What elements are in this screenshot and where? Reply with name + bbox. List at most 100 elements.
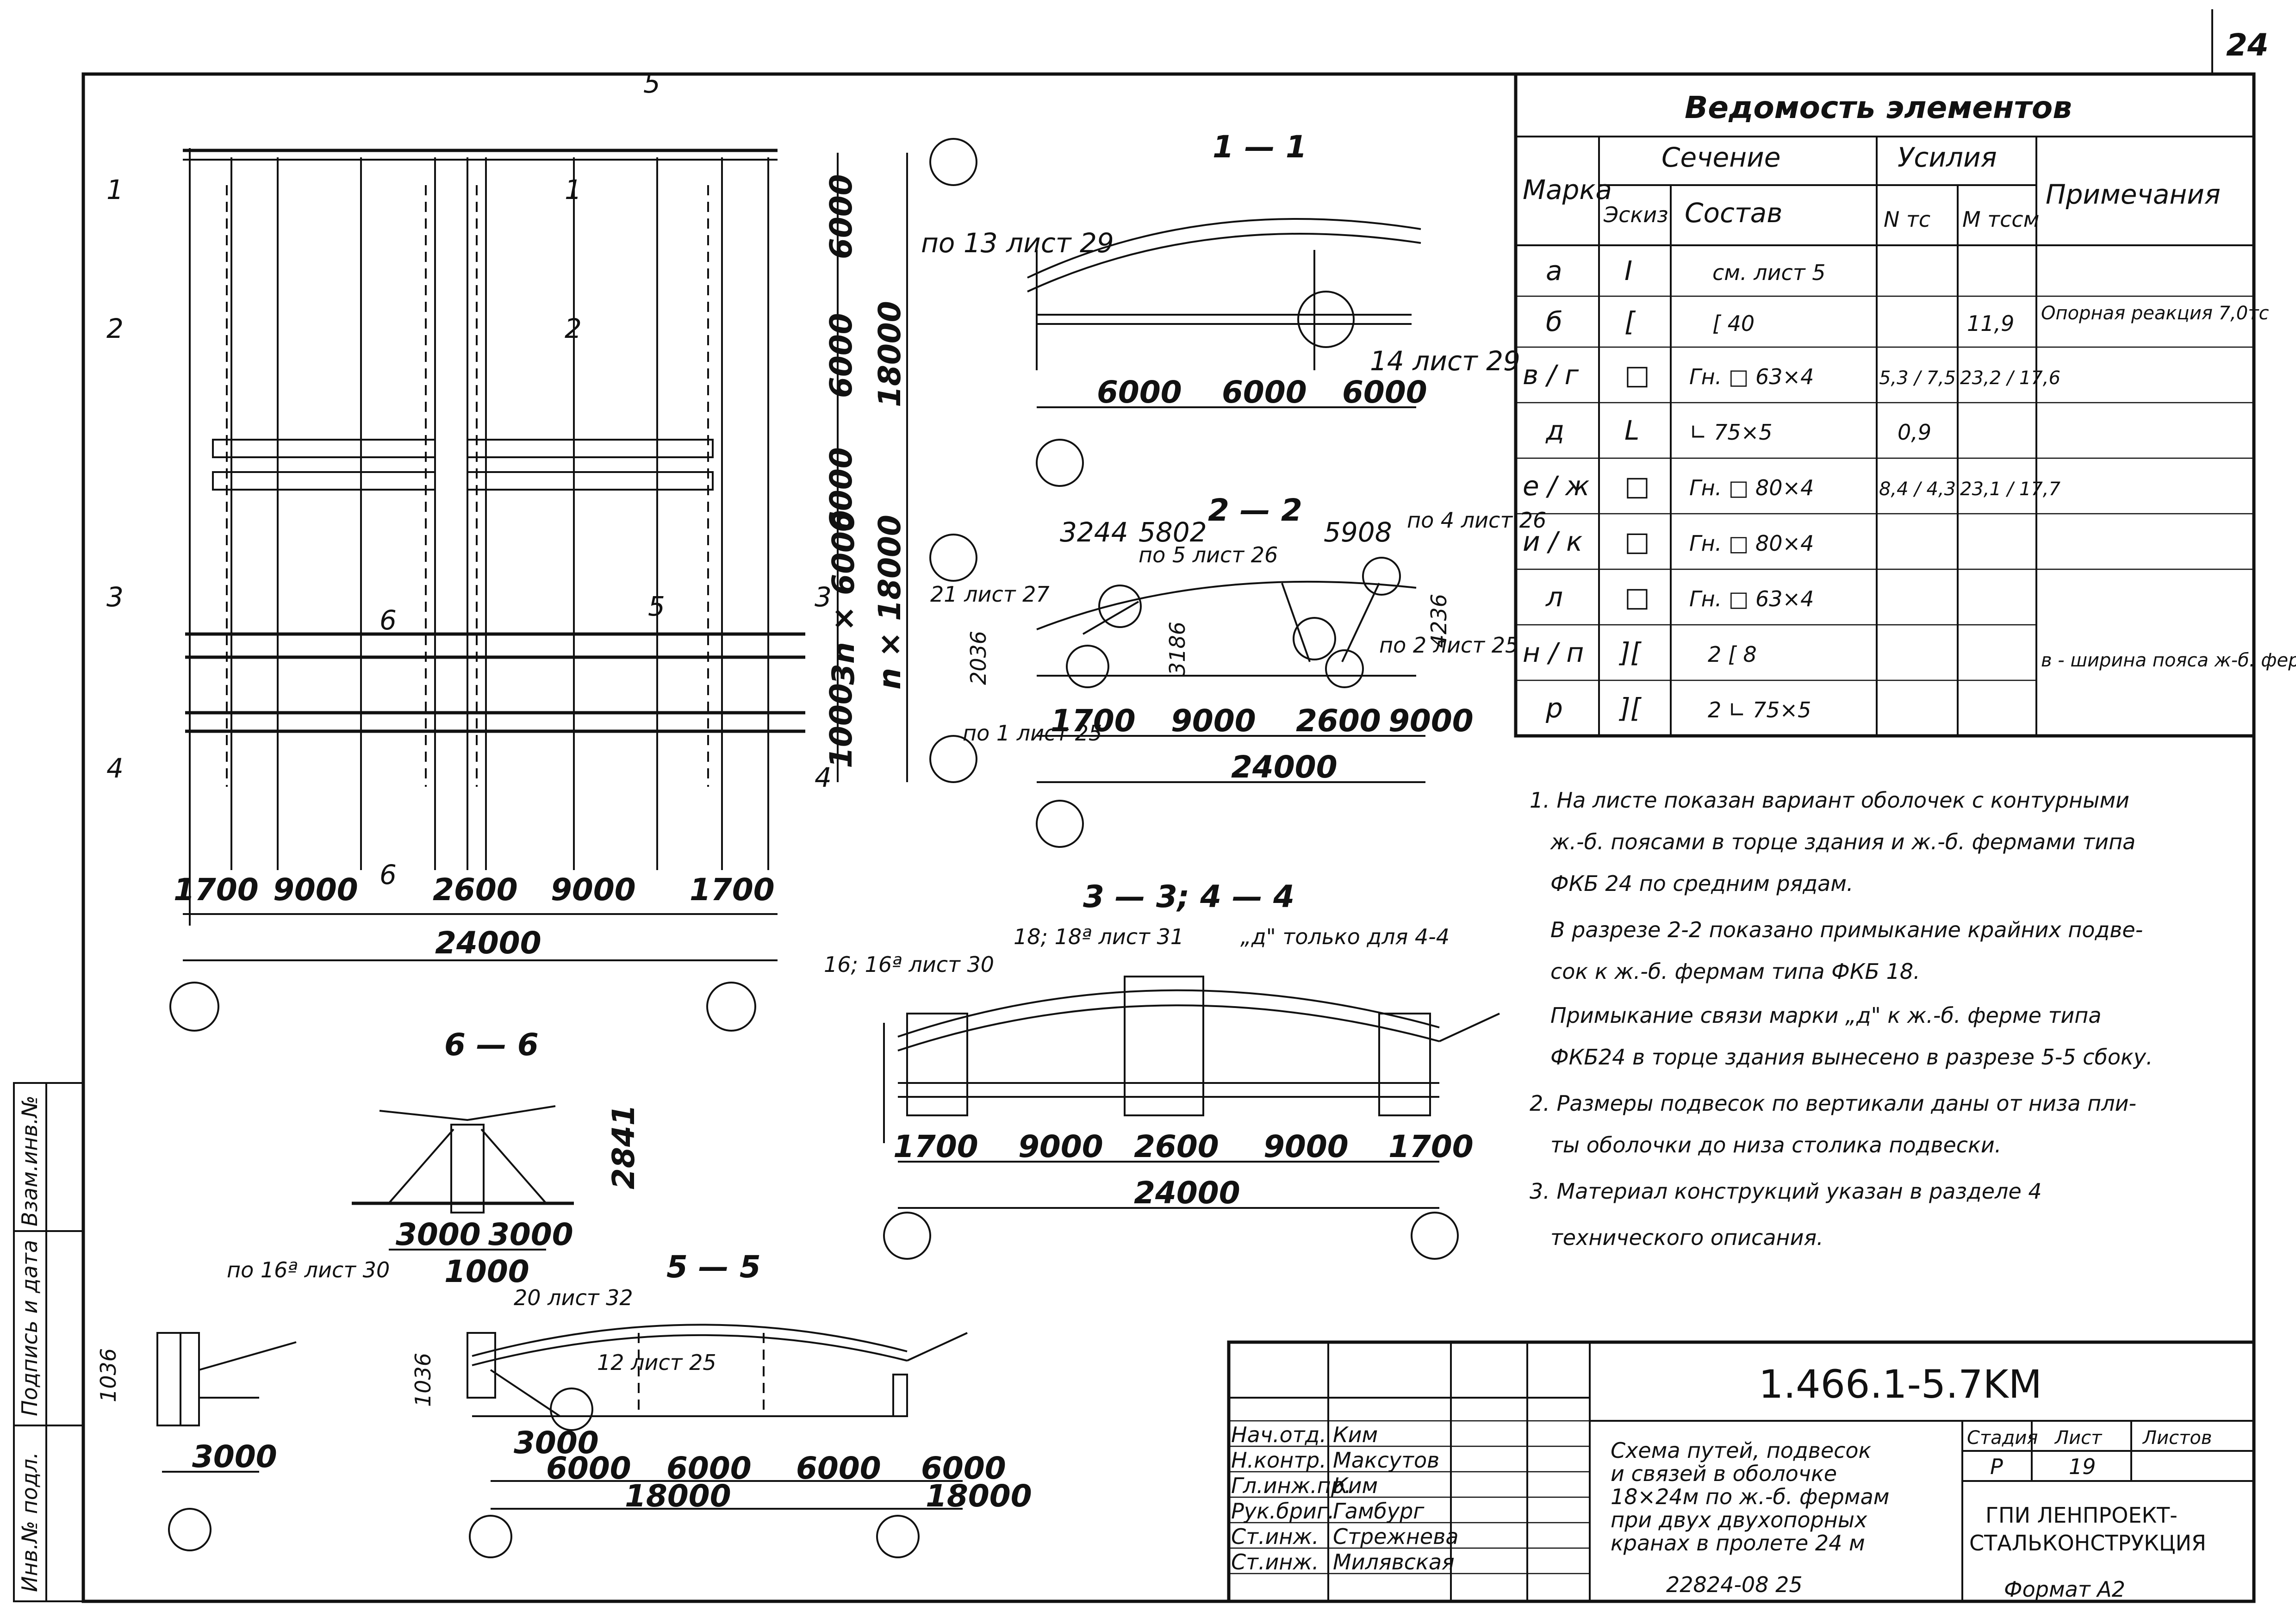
svg-text:Усилия: Усилия xyxy=(1898,142,1997,173)
svg-text:при двух двухопорных: при двух двухопорных xyxy=(1611,1507,1867,1532)
svg-text:по 2 лист 25: по 2 лист 25 xyxy=(1379,633,1518,658)
svg-text:а: а xyxy=(1546,255,1562,286)
svg-text:1036: 1036 xyxy=(411,1353,436,1407)
svg-text:24000: 24000 xyxy=(1231,749,1338,785)
svg-text:6000: 6000 xyxy=(921,1450,1006,1486)
svg-text:6000: 6000 xyxy=(823,174,859,259)
svg-text:9000: 9000 xyxy=(273,872,358,908)
svg-text:∟ 75×5: ∟ 75×5 xyxy=(1689,420,1773,445)
svg-text:в / г: в / г xyxy=(1523,359,1579,391)
table-row: д L ∟ 75×5 0,9 xyxy=(1545,415,1931,446)
svg-text:6000: 6000 xyxy=(546,1450,631,1486)
svg-text:1700: 1700 xyxy=(1388,1129,1474,1164)
svg-text:Ст.инж.: Ст.инж. xyxy=(1231,1524,1319,1549)
table-row: б [ [ 40 11,9 Опорная реакция 7,0тс xyxy=(1546,303,2269,337)
svg-text:6000: 6000 xyxy=(823,447,859,532)
svg-text:2841: 2841 xyxy=(606,1104,641,1189)
svg-text:Гн. □ 63×4: Гн. □ 63×4 xyxy=(1689,364,1814,389)
svg-text:ГПИ ЛЕНПРОЕКТ-: ГПИ ЛЕНПРОЕКТ- xyxy=(1985,1503,2178,1528)
svg-text:3000: 3000 xyxy=(192,1439,277,1475)
svg-text:20 лист 32: 20 лист 32 xyxy=(514,1285,633,1310)
svg-text:Р: Р xyxy=(1990,1454,2003,1479)
svg-text:по 5 лист 26: по 5 лист 26 xyxy=(1139,542,1278,567)
table-row: е / ж □ Гн. □ 80×4 8,4 / 4,3 23,1 / 17,7 xyxy=(1523,470,2061,502)
svg-text:2600: 2600 xyxy=(433,872,518,908)
svg-text:и / к: и / к xyxy=(1523,526,1582,557)
svg-text:Нач.отд.: Нач.отд. xyxy=(1231,1422,1326,1447)
svg-text:23,1 / 17,7: 23,1 / 17,7 xyxy=(1960,479,2061,500)
svg-text:1036: 1036 xyxy=(96,1348,121,1402)
svg-text:2: 2 xyxy=(565,313,582,344)
svg-text:В разрезе 2-2 показано примыка: В разрезе 2-2 показано примыкание крайни… xyxy=(1550,917,2143,942)
svg-text:Гамбург: Гамбург xyxy=(1333,1499,1425,1524)
svg-text:3: 3 xyxy=(106,581,124,613)
svg-text:L: L xyxy=(1624,415,1639,446)
elements-table: Ведомость элементов Марка Сечение Усилия… xyxy=(1514,72,2296,738)
svg-text:Эскиз: Эскиз xyxy=(1603,202,1668,227)
svg-text:5802: 5802 xyxy=(1139,516,1207,548)
svg-text:0,9: 0,9 xyxy=(1898,420,1931,445)
svg-text:14 лист 29: 14 лист 29 xyxy=(1370,345,1520,377)
svg-text:Подпись и дата: Подпись и дата xyxy=(17,1240,42,1416)
svg-text:ФКБ24 в торце здания вынесено: ФКБ24 в торце здания вынесено в разрезе … xyxy=(1550,1045,2153,1070)
svg-text:„д" только для 4-4: „д" только для 4-4 xyxy=(1240,924,1450,949)
table-row: а I см. лист 5 xyxy=(1546,255,1826,286)
svg-text:Марка: Марка xyxy=(1523,174,1612,205)
svg-text:1000: 1000 xyxy=(823,683,859,768)
svg-text:Ст.инж.: Ст.инж. xyxy=(1231,1549,1319,1574)
svg-text:Гн. □ 80×4: Гн. □ 80×4 xyxy=(1689,531,1814,556)
svg-text:Гн. □ 63×4: Гн. □ 63×4 xyxy=(1689,586,1814,611)
svg-text:6: 6 xyxy=(380,604,397,636)
drawing-code: 1.466.1-5.7KM xyxy=(1759,1362,2042,1407)
svg-text:3186: 3186 xyxy=(1165,622,1190,676)
svg-text:сок к ж.-б. фермам типа ФКБ 18: сок к ж.-б. фермам типа ФКБ 18. xyxy=(1550,959,1920,984)
svg-text:□: □ xyxy=(1624,526,1650,557)
svg-text:9000: 9000 xyxy=(551,872,636,908)
svg-text:11,9: 11,9 xyxy=(1967,311,2014,336)
svg-text:л: л xyxy=(1545,581,1563,613)
svg-text:Гл.инж.пр.: Гл.инж.пр. xyxy=(1231,1473,1351,1498)
svg-text:21 лист 27: 21 лист 27 xyxy=(930,582,1050,607)
svg-text:по 4 лист 26: по 4 лист 26 xyxy=(1407,508,1546,533)
svg-text:Формат А2: Формат А2 xyxy=(2004,1577,2125,1602)
table-row: и / к □ Гн. □ 80×4 xyxy=(1523,526,1814,557)
section-6-6: 6 — 6 2841 3000 3000 1000 xyxy=(352,1027,641,1289)
svg-text:I: I xyxy=(1624,255,1632,286)
sheet-border xyxy=(81,72,2256,1603)
svg-text:1 — 1: 1 — 1 xyxy=(1213,129,1307,165)
svg-text:ФКБ 24 по средним рядам.: ФКБ 24 по средним рядам. xyxy=(1550,871,1854,896)
svg-text:6 — 6: 6 — 6 xyxy=(444,1027,539,1063)
svg-text:9000: 9000 xyxy=(1018,1129,1103,1164)
svg-text:][: ][ xyxy=(1618,637,1642,668)
svg-text:Схема путей, подвесок: Схема путей, подвесок xyxy=(1611,1438,1872,1463)
svg-text:по 13 лист 29: по 13 лист 29 xyxy=(921,227,1114,259)
svg-text:по 1 лист 25: по 1 лист 25 xyxy=(963,721,1102,746)
svg-text:по 16ª лист 30: по 16ª лист 30 xyxy=(227,1257,390,1282)
svg-text:Инв.№ подл.: Инв.№ подл. xyxy=(17,1452,42,1592)
table-row: л □ Гн. □ 63×4 xyxy=(1545,581,1814,613)
svg-text:5: 5 xyxy=(643,68,660,99)
svg-text:[ 40: [ 40 xyxy=(1712,311,1755,336)
svg-text:СТАЛЬКОНСТРУКЦИЯ: СТАЛЬКОНСТРУКЦИЯ xyxy=(1969,1531,2206,1556)
svg-text:Рук.бриг.: Рук.бриг. xyxy=(1231,1499,1335,1524)
svg-text:3000: 3000 xyxy=(488,1217,573,1252)
svg-text:3244: 3244 xyxy=(1060,516,1128,548)
svg-text:1700: 1700 xyxy=(174,872,259,908)
svg-text:18000: 18000 xyxy=(926,1478,1032,1514)
svg-text:1000: 1000 xyxy=(444,1254,529,1289)
svg-text:Лист: Лист xyxy=(2054,1427,2103,1449)
svg-text:1700: 1700 xyxy=(1051,703,1136,739)
svg-text:2: 2 xyxy=(106,313,124,344)
table-row: р ][ 2 ∟ 75×5 xyxy=(1545,692,1811,724)
svg-text:n × 18000: n × 18000 xyxy=(872,515,908,690)
svg-text:Н.контр.: Н.контр. xyxy=(1231,1448,1326,1473)
svg-text:6000: 6000 xyxy=(823,313,859,398)
svg-text:Ким: Ким xyxy=(1333,1422,1378,1447)
svg-text:5: 5 xyxy=(648,591,665,622)
svg-text:18000: 18000 xyxy=(872,301,908,407)
svg-text:3000: 3000 xyxy=(514,1425,599,1461)
svg-text:Листов: Листов xyxy=(2142,1427,2212,1449)
svg-text:н / п: н / п xyxy=(1523,637,1584,668)
svg-text:Стрежнева: Стрежнева xyxy=(1333,1524,1459,1549)
